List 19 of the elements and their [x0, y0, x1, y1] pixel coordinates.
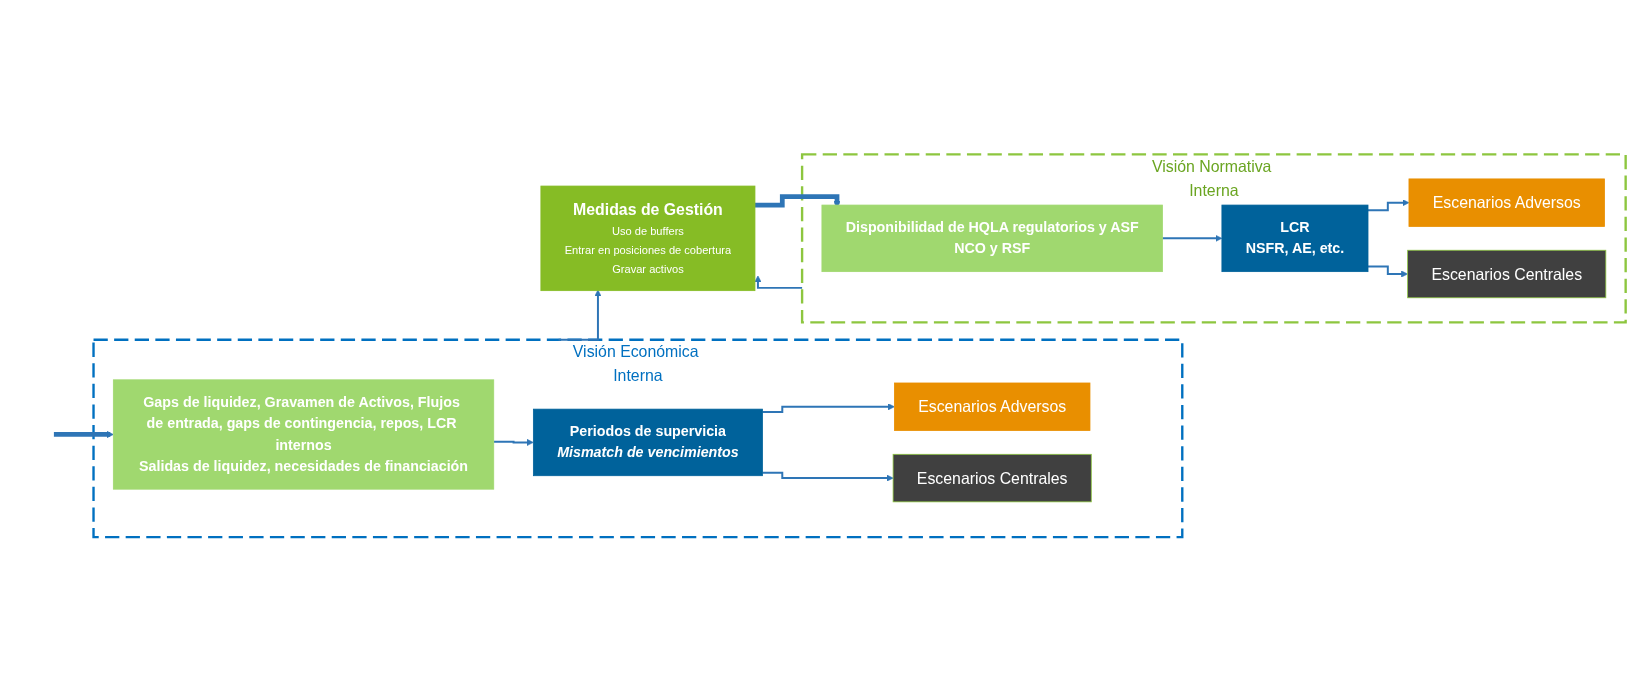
node-box: Gaps de liquidez, Gravamen de Activos, Flujos de entrada, gaps de contingencia, repos, LCR internos Salidas de liquidez, necesidades de financiación	[112, 379, 495, 490]
node-box: Periodos de supervicia Mismatch de vencimientos	[532, 409, 763, 477]
node-box: Escenarios Centrales	[892, 454, 1092, 503]
arrow	[492, 439, 534, 447]
node-box: Escenarios Adversos	[894, 382, 1091, 432]
node-box: Escenarios Centrales	[1407, 250, 1607, 299]
node-box: Disponibilidad de HQLA regulatorios y ASF NCO y RSF	[821, 204, 1163, 273]
node-box: Escenarios Adversos	[1408, 178, 1605, 228]
arrow	[761, 403, 895, 414]
arrow	[53, 431, 114, 439]
arrow	[1367, 265, 1408, 278]
arrow	[754, 275, 804, 290]
arrow	[754, 194, 841, 209]
arrow	[1367, 199, 1410, 212]
node-box: Medidas de Gestión Uso de buffers Entrar en posiciones de cobertura Gravar activos	[540, 185, 756, 292]
node-box: LCR NSFR, AE, etc.	[1221, 204, 1369, 273]
arrow	[761, 472, 894, 482]
arrow	[557, 289, 602, 342]
arrow	[1161, 235, 1223, 243]
